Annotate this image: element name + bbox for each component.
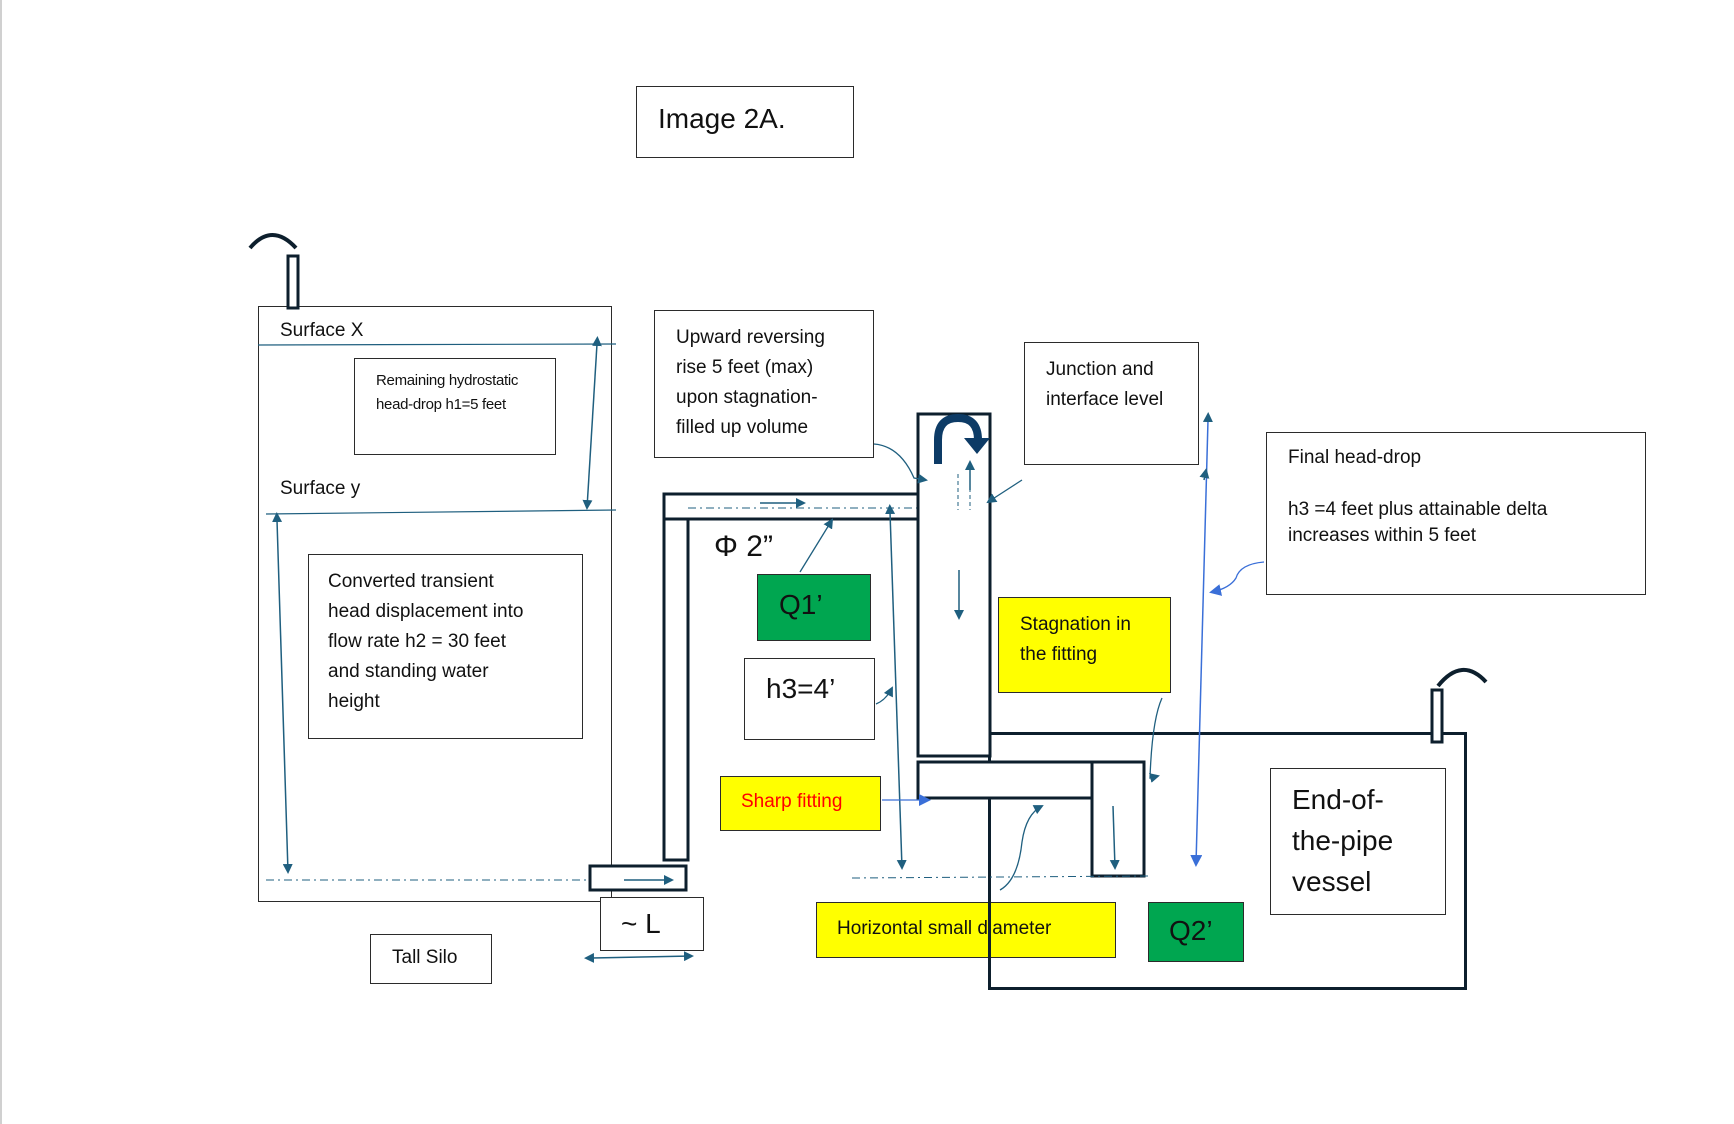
converted-transient-box: Converted transient head displacement in… (308, 554, 583, 739)
stagnation-box: Stagnation in the fitting (998, 597, 1171, 693)
length-label-box: ~ L (600, 897, 704, 951)
diameter-leader (799, 518, 834, 573)
final-head-drop-text: Final head-drop h3 =4 feet plus attainab… (1288, 447, 1548, 546)
h1-dimension-arrow (582, 336, 602, 510)
silo-outlet-pipe (588, 864, 688, 892)
end-of-pipe-vessel (988, 732, 1467, 990)
riser-pipe (662, 492, 690, 862)
length-dimension-arrow (584, 951, 694, 963)
q2-flow-badge: Q2’ (1148, 902, 1244, 962)
horizontal-small-diameter-box: Horizontal small diameter (816, 902, 1116, 958)
surface-y-label: Surface y (280, 478, 361, 499)
vessel-inlet-pipe (1090, 760, 1146, 878)
vertical-fitting-pipe (916, 412, 992, 758)
h3-dimension-arrow (885, 504, 907, 870)
q2-label: Q2’ (1169, 915, 1213, 946)
surface-x-label: Surface X (280, 320, 364, 341)
upward-reversing-text: Upward reversing rise 5 feet (max) upon … (676, 327, 825, 438)
remaining-head-text: Remaining hydrostatic head-drop h1=5 fee… (376, 372, 519, 413)
junction-text: Junction and interface level (1046, 359, 1164, 410)
pipe-diameter-label: Φ 2” (714, 530, 773, 563)
surface-x-line (257, 343, 617, 346)
junction-leader (986, 479, 1023, 504)
stagnation-text: Stagnation in the fitting (1020, 614, 1131, 665)
upward-reversing-box: Upward reversing rise 5 feet (max) upon … (654, 310, 874, 458)
stagnation-leader (1149, 697, 1163, 783)
final-head-dimension-arrow (1190, 412, 1213, 867)
end-vessel-label: End-of- the-pipe vessel (1292, 784, 1394, 897)
q1-flow-badge: Q1’ (757, 574, 871, 641)
inlet-down-arrow (1109, 805, 1120, 870)
remaining-head-box: Remaining hydrostatic head-drop h1=5 fee… (354, 358, 556, 455)
tall-silo-label-box: Tall Silo (370, 934, 492, 984)
final-head-leader (1209, 561, 1265, 596)
upward-reversing-leader (873, 443, 928, 484)
vessel-datum-line (851, 875, 1151, 879)
junction-level-arrow (1199, 468, 1210, 481)
vessel-vent-hook-icon (1430, 667, 1488, 744)
q1-label: Q1’ (779, 589, 823, 620)
surface-y-line (265, 509, 617, 515)
junction-box: Junction and interface level (1024, 342, 1199, 465)
end-vessel-label-box: End-of- the-pipe vessel (1270, 768, 1446, 915)
upper-horizontal-pipe (662, 492, 922, 521)
h3-leader (875, 686, 893, 705)
tall-silo-label: Tall Silo (392, 947, 458, 968)
length-label: ~ L (621, 908, 661, 939)
tall-silo-tank (258, 306, 612, 902)
page-edge (0, 0, 2, 1124)
h3-box: h3=4’ (744, 658, 875, 740)
converted-transient-text: Converted transient head displacement in… (328, 571, 524, 712)
h3-label: h3=4’ (766, 673, 836, 704)
title-box: Image 2A. (636, 86, 854, 158)
final-head-drop-box: Final head-drop h3 =4 feet plus attainab… (1266, 432, 1646, 595)
horizontal-small-diameter-label: Horizontal small diameter (837, 918, 1052, 939)
sharp-fitting-label: Sharp fitting (741, 791, 843, 812)
u-turn-arrow-icon (934, 413, 990, 464)
page-title: Image 2A. (658, 103, 786, 134)
horizontal-small-leader (999, 805, 1044, 891)
silo-vent-hook-icon (248, 233, 300, 310)
h2-dimension-arrow (272, 512, 293, 874)
sharp-fitting-box: Sharp fitting (720, 776, 881, 831)
